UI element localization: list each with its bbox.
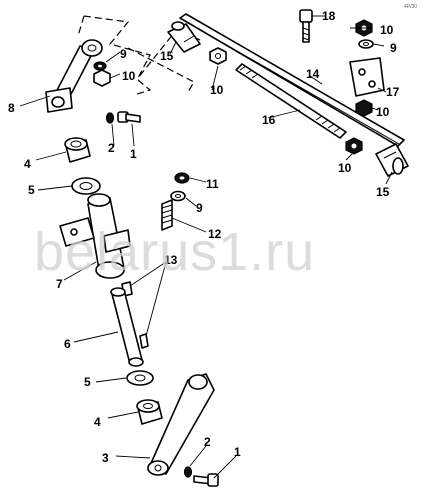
callout-15-right: 15 <box>376 185 390 199</box>
nut-10-right <box>355 99 373 117</box>
callout-numbers: 1 2 3 4 4 5 5 6 7 8 9 9 9 10 10 10 10 10… <box>8 9 400 465</box>
callout-5-bottom: 5 <box>84 375 91 389</box>
callout-9-mid: 9 <box>196 201 203 215</box>
nut-10-bottom-right <box>345 137 363 155</box>
clevis-pin-15-right <box>375 143 409 177</box>
spring-washer-2-bottom <box>183 466 193 478</box>
callout-1-bottom: 1 <box>234 445 241 459</box>
callout-4-bottom: 4 <box>94 415 101 429</box>
washer-9-right <box>358 39 374 49</box>
callout-17: 17 <box>386 85 400 99</box>
bolt-1-top <box>117 111 141 123</box>
callout-11: 11 <box>206 177 219 191</box>
shaft-6 <box>110 287 144 367</box>
callout-8: 8 <box>8 101 15 115</box>
stud-12 <box>161 199 173 231</box>
bolt-1-bottom <box>193 473 219 487</box>
callout-10-left: 10 <box>122 69 136 83</box>
shaft-7 <box>59 193 131 279</box>
callout-16: 16 <box>262 113 276 127</box>
washer-9-left <box>93 61 107 71</box>
callout-3: 3 <box>102 451 109 465</box>
leader-lines <box>19 15 393 479</box>
washer-11 <box>174 172 190 184</box>
callout-2-bottom: 2 <box>204 435 211 449</box>
callout-2-top: 2 <box>108 141 115 155</box>
callout-7: 7 <box>56 277 63 291</box>
lever-3 <box>147 373 215 476</box>
washer-9-mid <box>170 190 186 202</box>
nut-10-left <box>93 69 111 87</box>
callout-4-top: 4 <box>24 157 31 171</box>
callout-9-left: 9 <box>120 47 127 61</box>
pin-13 <box>121 281 149 349</box>
callout-10-top-right: 10 <box>380 23 394 37</box>
callout-15-left: 15 <box>160 49 174 63</box>
lever-8 <box>45 39 103 113</box>
callout-13: 13 <box>164 253 178 267</box>
clevis-pin-15-left <box>167 21 201 53</box>
bushing-4-bottom <box>136 399 163 425</box>
bushing-4-top <box>64 137 91 163</box>
threaded-rod-16 <box>235 63 347 139</box>
tie-rod-14 <box>179 13 405 147</box>
callout-1-top: 1 <box>130 147 137 161</box>
callout-10-center: 10 <box>210 83 224 97</box>
callout-10-right: 10 <box>376 105 390 119</box>
corner-code: 4P/30 <box>404 4 417 10</box>
callout-10-bottom-right: 10 <box>338 161 352 175</box>
callout-6: 6 <box>64 337 71 351</box>
callout-12: 12 <box>208 227 222 241</box>
callout-9-right: 9 <box>390 41 397 55</box>
callout-18: 18 <box>322 9 336 23</box>
callout-5-top: 5 <box>28 183 35 197</box>
washer-5-bottom <box>126 370 154 386</box>
washer-5-top <box>71 177 101 195</box>
spring-washer-2-top <box>105 112 115 124</box>
bolt-18 <box>299 9 313 43</box>
callout-14: 14 <box>306 67 320 81</box>
nut-10-center <box>209 47 227 65</box>
assembly-dashed-edge <box>77 15 85 37</box>
bracket-17 <box>349 57 385 97</box>
watermark-text: belarus1.ru <box>34 222 315 282</box>
